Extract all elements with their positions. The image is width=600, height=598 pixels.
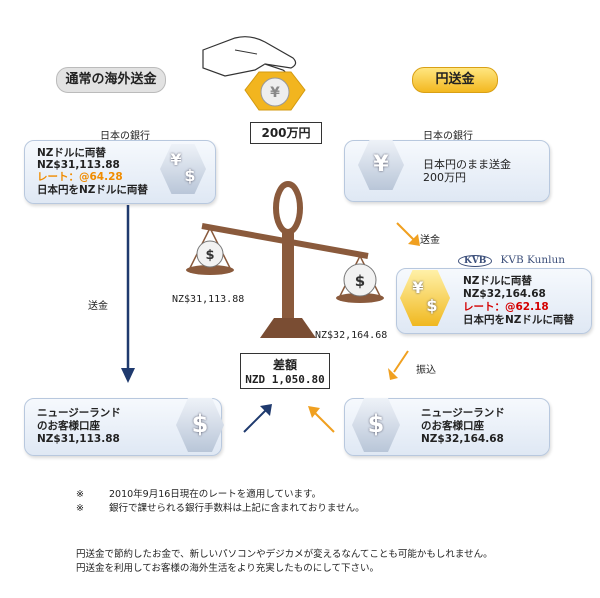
- right-title-pill: 円送金: [412, 67, 498, 93]
- note-1-mark: ※: [76, 489, 84, 500]
- right-title: 円送金: [435, 72, 475, 87]
- note-1-text: 2010年9月16日現在のレートを適用しています。: [109, 489, 322, 500]
- arrow-orange-top: [396, 222, 420, 246]
- arrow-orange-center: [308, 406, 335, 433]
- bottom-left-line3: NZ$31,113.88: [37, 433, 120, 445]
- right-bottom-arrow-label: 振込: [416, 365, 436, 376]
- kvb-card-rate: レート：@62.18: [463, 301, 549, 313]
- exchange-icon: ¥ $: [160, 144, 206, 194]
- kvb-card-line1: NZドルに両替: [463, 275, 532, 287]
- footer-line-2: 円送金を利用してお客様の海外生活をより充実したものにして下さい。: [76, 563, 379, 574]
- dollar-icon-left: $: [176, 398, 224, 452]
- bottom-left-line1: ニュージーランド: [37, 407, 121, 419]
- right-top-arrow-label: 送金: [420, 235, 440, 246]
- note-2-mark: ※: [76, 503, 84, 514]
- arrow-orange-bottom: [388, 350, 409, 380]
- left-card-line2: NZ$31,113.88: [37, 159, 120, 171]
- dollar-icon-right: $: [352, 398, 400, 452]
- kvb-logo: KVB KVB Kunlun: [458, 248, 565, 267]
- note-1: ※ 2010年9月16日現在のレートを適用しています。: [76, 486, 321, 500]
- right-card-line2: 200万円: [423, 171, 466, 184]
- svg-text:¥: ¥: [270, 85, 280, 101]
- scale-right-value: NZ$32,164.68: [315, 330, 388, 341]
- note-2: ※ 銀行で課せられる銀行手数料は上記に含まれておりません。: [76, 500, 365, 514]
- kvb-card-line4: 日本円をNZドルに両替: [463, 314, 574, 326]
- top-amount-box: 200万円: [250, 122, 322, 144]
- arrow-navy-diagonal: [243, 404, 272, 433]
- top-amount: 200万円: [261, 126, 311, 140]
- left-title: 通常の海外送金: [65, 72, 157, 87]
- kvb-exchange-icon: ¥ $: [400, 270, 450, 326]
- kvb-name: KVB Kunlun: [500, 254, 566, 266]
- bottom-right-line3: NZ$32,164.68: [421, 433, 504, 445]
- svg-text:$: $: [355, 272, 365, 290]
- left-arrow-label: 送金: [88, 301, 108, 312]
- scale-left-value: NZ$31,113.88: [172, 294, 245, 305]
- difference-label: 差額: [272, 358, 297, 372]
- balance-scale: $ $: [186, 181, 384, 338]
- left-card-line1: NZドルに両替: [37, 147, 106, 159]
- footer-line-1: 円送金で節約したお金で、新しいパソコンやデジカメが変えるなんてことも可能かもしれ…: [76, 549, 493, 560]
- note-2-text: 銀行で課せられる銀行手数料は上記に含まれておりません。: [109, 503, 365, 514]
- left-card-rate: レート：@64.28: [37, 171, 123, 183]
- hand-money-icon: ¥: [202, 36, 306, 111]
- kvb-card-line2: NZ$32,164.68: [463, 288, 546, 300]
- bottom-right-line2: のお客様口座: [421, 420, 484, 432]
- difference-box: 差額 NZD 1,050.80: [240, 353, 330, 389]
- bottom-left-line2: のお客様口座: [37, 420, 100, 432]
- left-title-pill: 通常の海外送金: [56, 67, 166, 93]
- kvb-logo-mark: KVB: [458, 255, 493, 267]
- bottom-right-line1: ニュージーランド: [421, 407, 505, 419]
- right-card-line1: 日本円のまま送金: [423, 158, 511, 171]
- arrow-down-left: [121, 205, 135, 383]
- svg-text:$: $: [205, 248, 214, 263]
- right-bank-label: 日本の銀行: [423, 131, 473, 142]
- left-bank-label: 日本の銀行: [100, 131, 150, 142]
- difference-value: NZD 1,050.80: [245, 373, 325, 386]
- right-bank-card: 日本円のまま送金 200万円: [344, 140, 550, 202]
- left-card-line4: 日本円をNZドルに両替: [37, 184, 148, 196]
